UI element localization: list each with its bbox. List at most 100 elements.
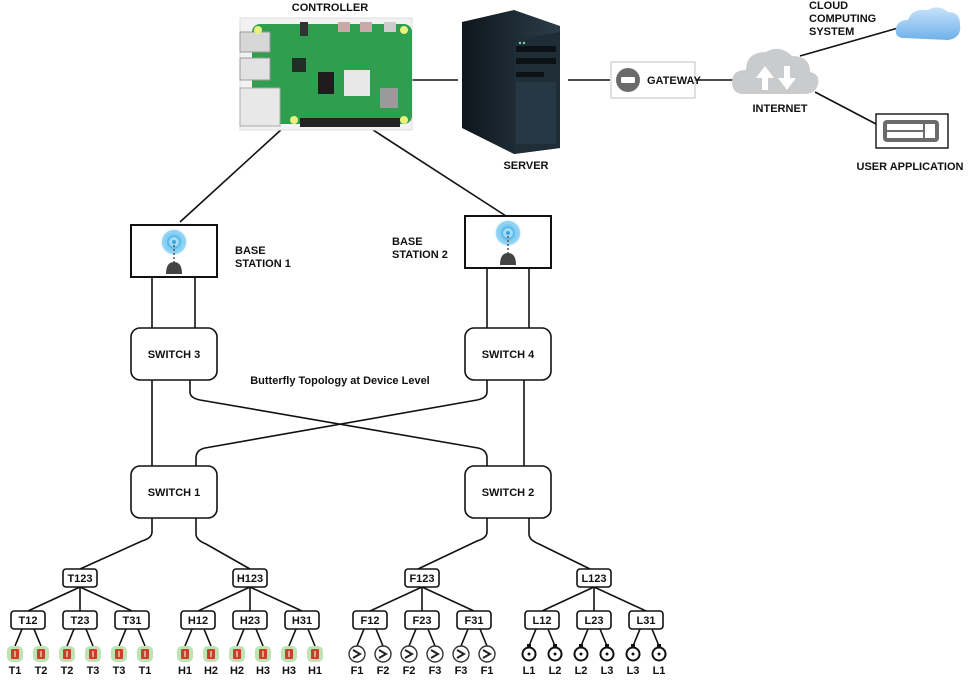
- temperature-sensor-icon[interactable]: [137, 646, 153, 662]
- node-h31[interactable]: H31: [284, 610, 320, 630]
- diagram-title: Butterfly Topology at Device Level: [250, 375, 430, 387]
- leaf-label: H2: [230, 665, 244, 677]
- humidity-sensor-icon[interactable]: [255, 646, 271, 662]
- node-l12[interactable]: L12: [524, 610, 560, 630]
- humidity-sensor-icon[interactable]: [307, 646, 323, 662]
- leaf-label: L2: [575, 665, 588, 677]
- node-l123[interactable]: L123: [576, 568, 612, 588]
- light-bulb-icon[interactable]: [573, 644, 589, 662]
- gateway-label: GATEWAY: [647, 75, 701, 87]
- fan-icon[interactable]: [400, 645, 418, 663]
- tree-link: [651, 628, 660, 647]
- tree-link: [369, 586, 423, 612]
- node-label: H23: [240, 615, 260, 627]
- controller-board-icon[interactable]: CONTROLLER: [239, 2, 413, 131]
- switch-1[interactable]: SWITCH 1: [130, 465, 218, 519]
- leaf-label: F3: [429, 665, 442, 677]
- node-label: F31: [465, 615, 484, 627]
- light-bulb-icon[interactable]: [625, 644, 641, 662]
- controller-label: CONTROLLER: [292, 2, 368, 14]
- humidity-sensor-icon[interactable]: [229, 646, 245, 662]
- temperature-sensor-icon[interactable]: [85, 646, 101, 662]
- tree-link: [460, 628, 469, 647]
- fan-icon[interactable]: [426, 645, 444, 663]
- switch-3[interactable]: SWITCH 3: [130, 327, 218, 381]
- node-t31[interactable]: T31: [114, 610, 150, 630]
- leaf-label: F3: [455, 665, 468, 677]
- humidity-sensor-icon[interactable]: [203, 646, 219, 662]
- tree-link: [203, 628, 212, 647]
- switch-1-label: SWITCH 1: [148, 487, 201, 499]
- node-f31[interactable]: F31: [456, 610, 492, 630]
- node-f23[interactable]: F23: [404, 610, 440, 630]
- tree-link: [85, 628, 94, 647]
- light-bulb-icon[interactable]: [547, 644, 563, 662]
- server-icon[interactable]: SERVER: [462, 10, 560, 172]
- leaf-label: L3: [601, 665, 614, 677]
- fan-icon[interactable]: [374, 645, 392, 663]
- fan-icon[interactable]: [478, 645, 496, 663]
- node-t12[interactable]: T12: [10, 610, 46, 630]
- node-label: T23: [71, 615, 90, 627]
- tree-link: [356, 628, 365, 647]
- tree-link: [249, 586, 303, 612]
- node-f12[interactable]: F12: [352, 610, 388, 630]
- humidity-sensor-icon[interactable]: [281, 646, 297, 662]
- tree-link: [33, 628, 42, 647]
- link-internet-userapp: [814, 91, 877, 125]
- humidity-sensor-icon[interactable]: [177, 646, 193, 662]
- tree-link: [197, 586, 251, 612]
- user-application-label: USER APPLICATION: [857, 161, 964, 173]
- base-station-1[interactable]: [130, 224, 218, 278]
- switch-2[interactable]: SWITCH 2: [464, 465, 552, 519]
- switch-4[interactable]: SWITCH 4: [464, 327, 552, 381]
- node-l31[interactable]: L31: [628, 610, 664, 630]
- temperature-sensor-icon[interactable]: [59, 646, 75, 662]
- node-label: T12: [19, 615, 38, 627]
- tree-link: [288, 628, 297, 647]
- leaf-label: T2: [61, 665, 74, 677]
- node-label: H31: [292, 615, 312, 627]
- leaf-label: F2: [403, 665, 416, 677]
- node-h123[interactable]: H123: [232, 568, 268, 588]
- leaf-label: L3: [627, 665, 640, 677]
- gateway-node[interactable]: GATEWAY: [610, 61, 701, 99]
- tree-link: [236, 628, 245, 647]
- leaf-label: H2: [204, 665, 218, 677]
- node-h12[interactable]: H12: [180, 610, 216, 630]
- tree-link: [137, 628, 146, 647]
- node-t123[interactable]: T123: [62, 568, 98, 588]
- top-links: [179, 27, 899, 223]
- cloud-computing-icon[interactable]: [895, 7, 961, 40]
- node-l23[interactable]: L23: [576, 610, 612, 630]
- node-h23[interactable]: H23: [232, 610, 268, 630]
- light-bulb-icon[interactable]: [599, 644, 615, 662]
- node-label: F23: [413, 615, 432, 627]
- node-label: L31: [637, 615, 656, 627]
- link-controller-bs2: [369, 127, 507, 217]
- tree-link: [421, 586, 475, 612]
- base-station-2[interactable]: [464, 215, 552, 269]
- node-label: L12: [533, 615, 552, 627]
- fan-icon[interactable]: [452, 645, 470, 663]
- internet-label: INTERNET: [753, 103, 808, 115]
- temperature-sensor-icon[interactable]: [111, 646, 127, 662]
- node-f123[interactable]: F123: [404, 568, 440, 588]
- node-t23[interactable]: T23: [62, 610, 98, 630]
- leaf-label: L2: [549, 665, 562, 677]
- leaf-label: L1: [523, 665, 536, 677]
- temperature-sensor-icon[interactable]: [33, 646, 49, 662]
- leaf-label: F1: [351, 665, 364, 677]
- user-application-icon[interactable]: USER APPLICATION: [857, 113, 964, 173]
- node-label: F12: [361, 615, 380, 627]
- temperature-sensor-icon[interactable]: [7, 646, 23, 662]
- fan-icon[interactable]: [348, 645, 366, 663]
- light-bulb-icon[interactable]: [521, 644, 537, 662]
- internet-cloud-icon[interactable]: INTERNET: [732, 48, 819, 115]
- light-bulb-icon[interactable]: [651, 644, 667, 662]
